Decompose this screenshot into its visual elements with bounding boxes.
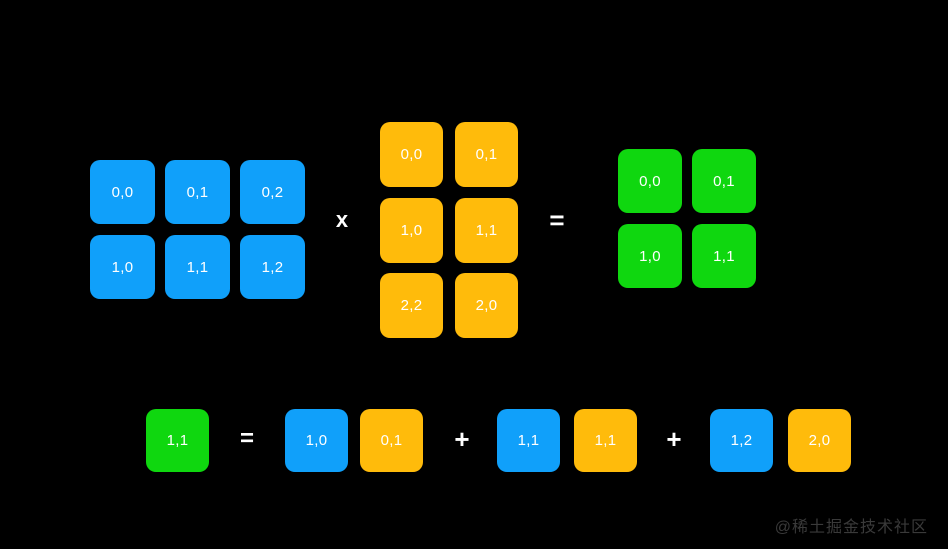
matrix-b-cell: 0,0 [380, 122, 443, 187]
cell-label: 1,1 [517, 432, 540, 449]
matrix-a-cell: 0,1 [165, 160, 230, 224]
cell-label: 1,1 [186, 258, 209, 276]
expansion-term-operand-a: 1,1 [497, 409, 560, 472]
matrix-b-cell: 1,0 [380, 198, 443, 263]
matrix-b-cell: 2,0 [455, 273, 518, 338]
cell-label: 2,2 [400, 297, 423, 314]
matrix-a-cell: 0,2 [240, 160, 305, 224]
cell-label: 0,2 [261, 183, 284, 201]
cell-label: 0,1 [186, 183, 209, 201]
cell-label: 0,0 [400, 146, 423, 163]
expansion-term-operand-b: 2,0 [788, 409, 851, 472]
cell-label: 0,1 [475, 146, 498, 163]
expansion-term-operand-a: 1,0 [285, 409, 348, 472]
cell-label: 1,0 [305, 432, 328, 449]
expansion-term-operand-b: 1,1 [574, 409, 637, 472]
expansion-term-operand-b: 0,1 [360, 409, 423, 472]
cell-label: 1,2 [730, 432, 753, 449]
matrix-a-cell: 1,2 [240, 235, 305, 299]
plus-operator: + [454, 424, 470, 454]
cell-label: 0,0 [111, 183, 134, 201]
matrix-c-cell: 1,1 [692, 224, 756, 288]
cell-label: 0,1 [713, 172, 735, 190]
matrix-c-cell: 0,1 [692, 149, 756, 213]
watermark-text: @稀土掘金技术社区 [774, 519, 928, 536]
cell-label: 0,1 [380, 432, 403, 449]
cell-label: 1,0 [400, 222, 423, 239]
expansion-equals-operator: = [239, 425, 254, 452]
cell-label: 1,1 [594, 432, 617, 449]
cell-label: 1,1 [713, 247, 735, 265]
matrix-b-cell: 1,1 [455, 198, 518, 263]
matrix-a-cell: 1,0 [90, 235, 155, 299]
matrix-b-cell: 2,2 [380, 273, 443, 338]
matrix-b-cell: 0,1 [455, 122, 518, 187]
matrix-a-cell: 0,0 [90, 160, 155, 224]
cell-label: 1,0 [639, 247, 661, 265]
expansion-result-cell: 1,1 [146, 409, 209, 472]
plus-operator: + [666, 424, 682, 454]
cell-label: 1,0 [111, 258, 134, 276]
matrix-a-cell: 1,1 [165, 235, 230, 299]
matrix-c-cell: 1,0 [618, 224, 682, 288]
multiply-operator: x [335, 207, 349, 232]
expansion-term-operand-a: 1,2 [710, 409, 773, 472]
equals-operator: = [549, 205, 565, 235]
cell-label: 1,1 [475, 222, 498, 239]
cell-label: 0,0 [639, 172, 661, 190]
cell-label: 2,0 [808, 432, 831, 449]
cell-label: 1,2 [261, 258, 284, 276]
matrix-c-cell: 0,0 [618, 149, 682, 213]
cell-label: 2,0 [475, 297, 498, 314]
cell-label: 1,1 [166, 432, 189, 449]
